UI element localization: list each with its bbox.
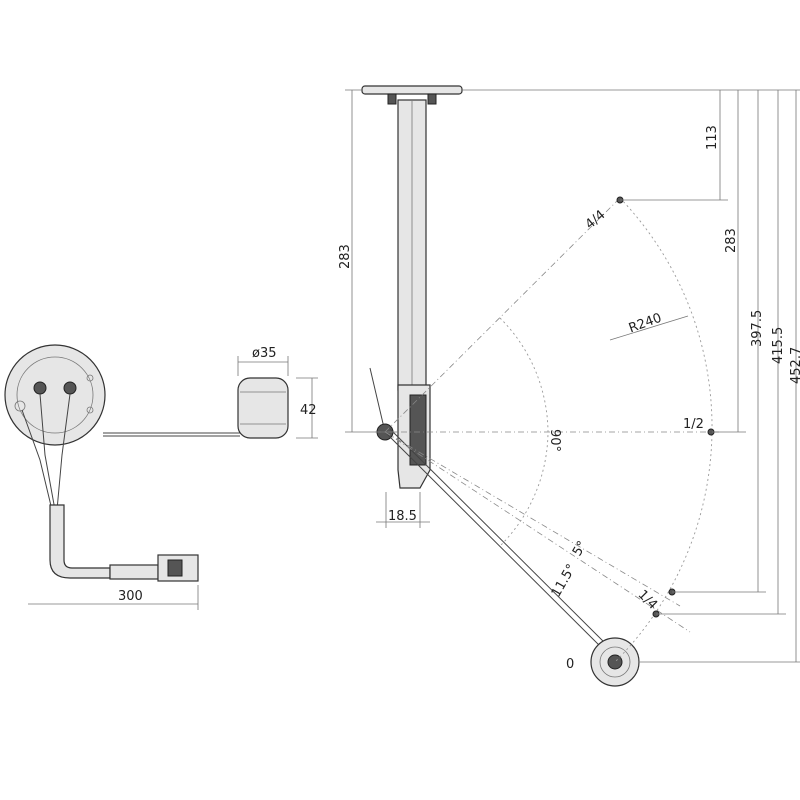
svg-text:283: 283 bbox=[724, 228, 739, 253]
svg-text:18.5: 18.5 bbox=[388, 509, 417, 524]
dim-tube-length: 283 bbox=[338, 89, 398, 433]
svg-text:300: 300 bbox=[118, 589, 143, 604]
label-angle-90: 90° bbox=[547, 429, 562, 452]
svg-text:283: 283 bbox=[338, 244, 353, 269]
radius-arc bbox=[614, 197, 713, 663]
angle-arc bbox=[499, 317, 549, 547]
dim-113: 113 bbox=[620, 90, 728, 201]
sender-head-assembly bbox=[4, 344, 240, 582]
dim-415: 415.5 bbox=[656, 90, 786, 615]
dim-397: 397.5 bbox=[672, 90, 766, 593]
sender-flange bbox=[4, 344, 106, 446]
svg-text:113: 113 bbox=[705, 125, 720, 150]
dim-housing-width: 18.5 bbox=[376, 492, 430, 528]
svg-text:452.7: 452.7 bbox=[789, 347, 800, 384]
dim-cable-length: 300 bbox=[28, 585, 199, 610]
label-full: 4/4 bbox=[583, 207, 609, 232]
dim-283-right: 283 bbox=[712, 90, 746, 433]
label-quarter: 1/4 bbox=[635, 587, 660, 612]
svg-text:397.5: 397.5 bbox=[750, 310, 765, 347]
label-angle-11-5: 11.5° bbox=[549, 562, 580, 600]
mounting-flange bbox=[361, 85, 463, 95]
dim-452: 452.7 bbox=[640, 90, 800, 663]
label-zero: 0 bbox=[566, 657, 574, 672]
dim-float-height: 42 bbox=[300, 403, 317, 418]
label-half: 1/2 bbox=[683, 417, 704, 432]
svg-text:415.5: 415.5 bbox=[771, 327, 786, 364]
label-angle-5: 5° bbox=[570, 539, 590, 559]
tube-assembly bbox=[361, 85, 463, 489]
float-side-view: ø35 42 bbox=[237, 346, 318, 439]
dim-float-diameter: ø35 bbox=[252, 346, 277, 361]
label-radius: R240 bbox=[627, 311, 664, 337]
